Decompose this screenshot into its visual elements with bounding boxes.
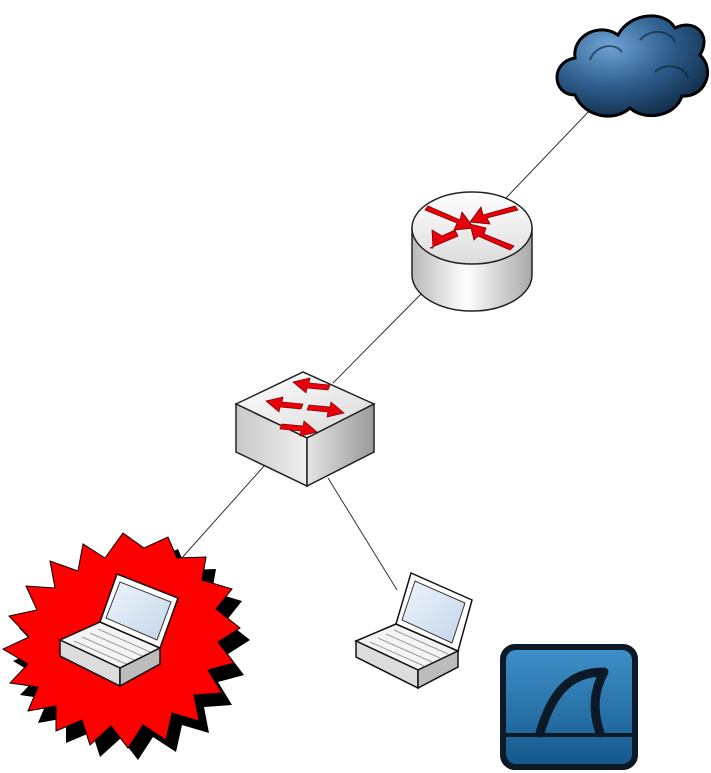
link-switch-attacker	[179, 464, 266, 561]
link-router-switch	[332, 289, 426, 384]
laptop-icon	[58, 573, 179, 688]
wireshark-fin-icon	[500, 644, 638, 770]
laptop-icon	[354, 571, 473, 690]
link-internet-router	[505, 107, 593, 199]
router-icon	[411, 191, 533, 312]
cloud-icon	[555, 14, 710, 118]
switch-icon	[234, 371, 376, 488]
switch-arrows	[265, 377, 345, 437]
connection-lines	[179, 107, 593, 591]
router-arrows	[424, 205, 519, 251]
link-switch-laptop	[327, 477, 398, 591]
